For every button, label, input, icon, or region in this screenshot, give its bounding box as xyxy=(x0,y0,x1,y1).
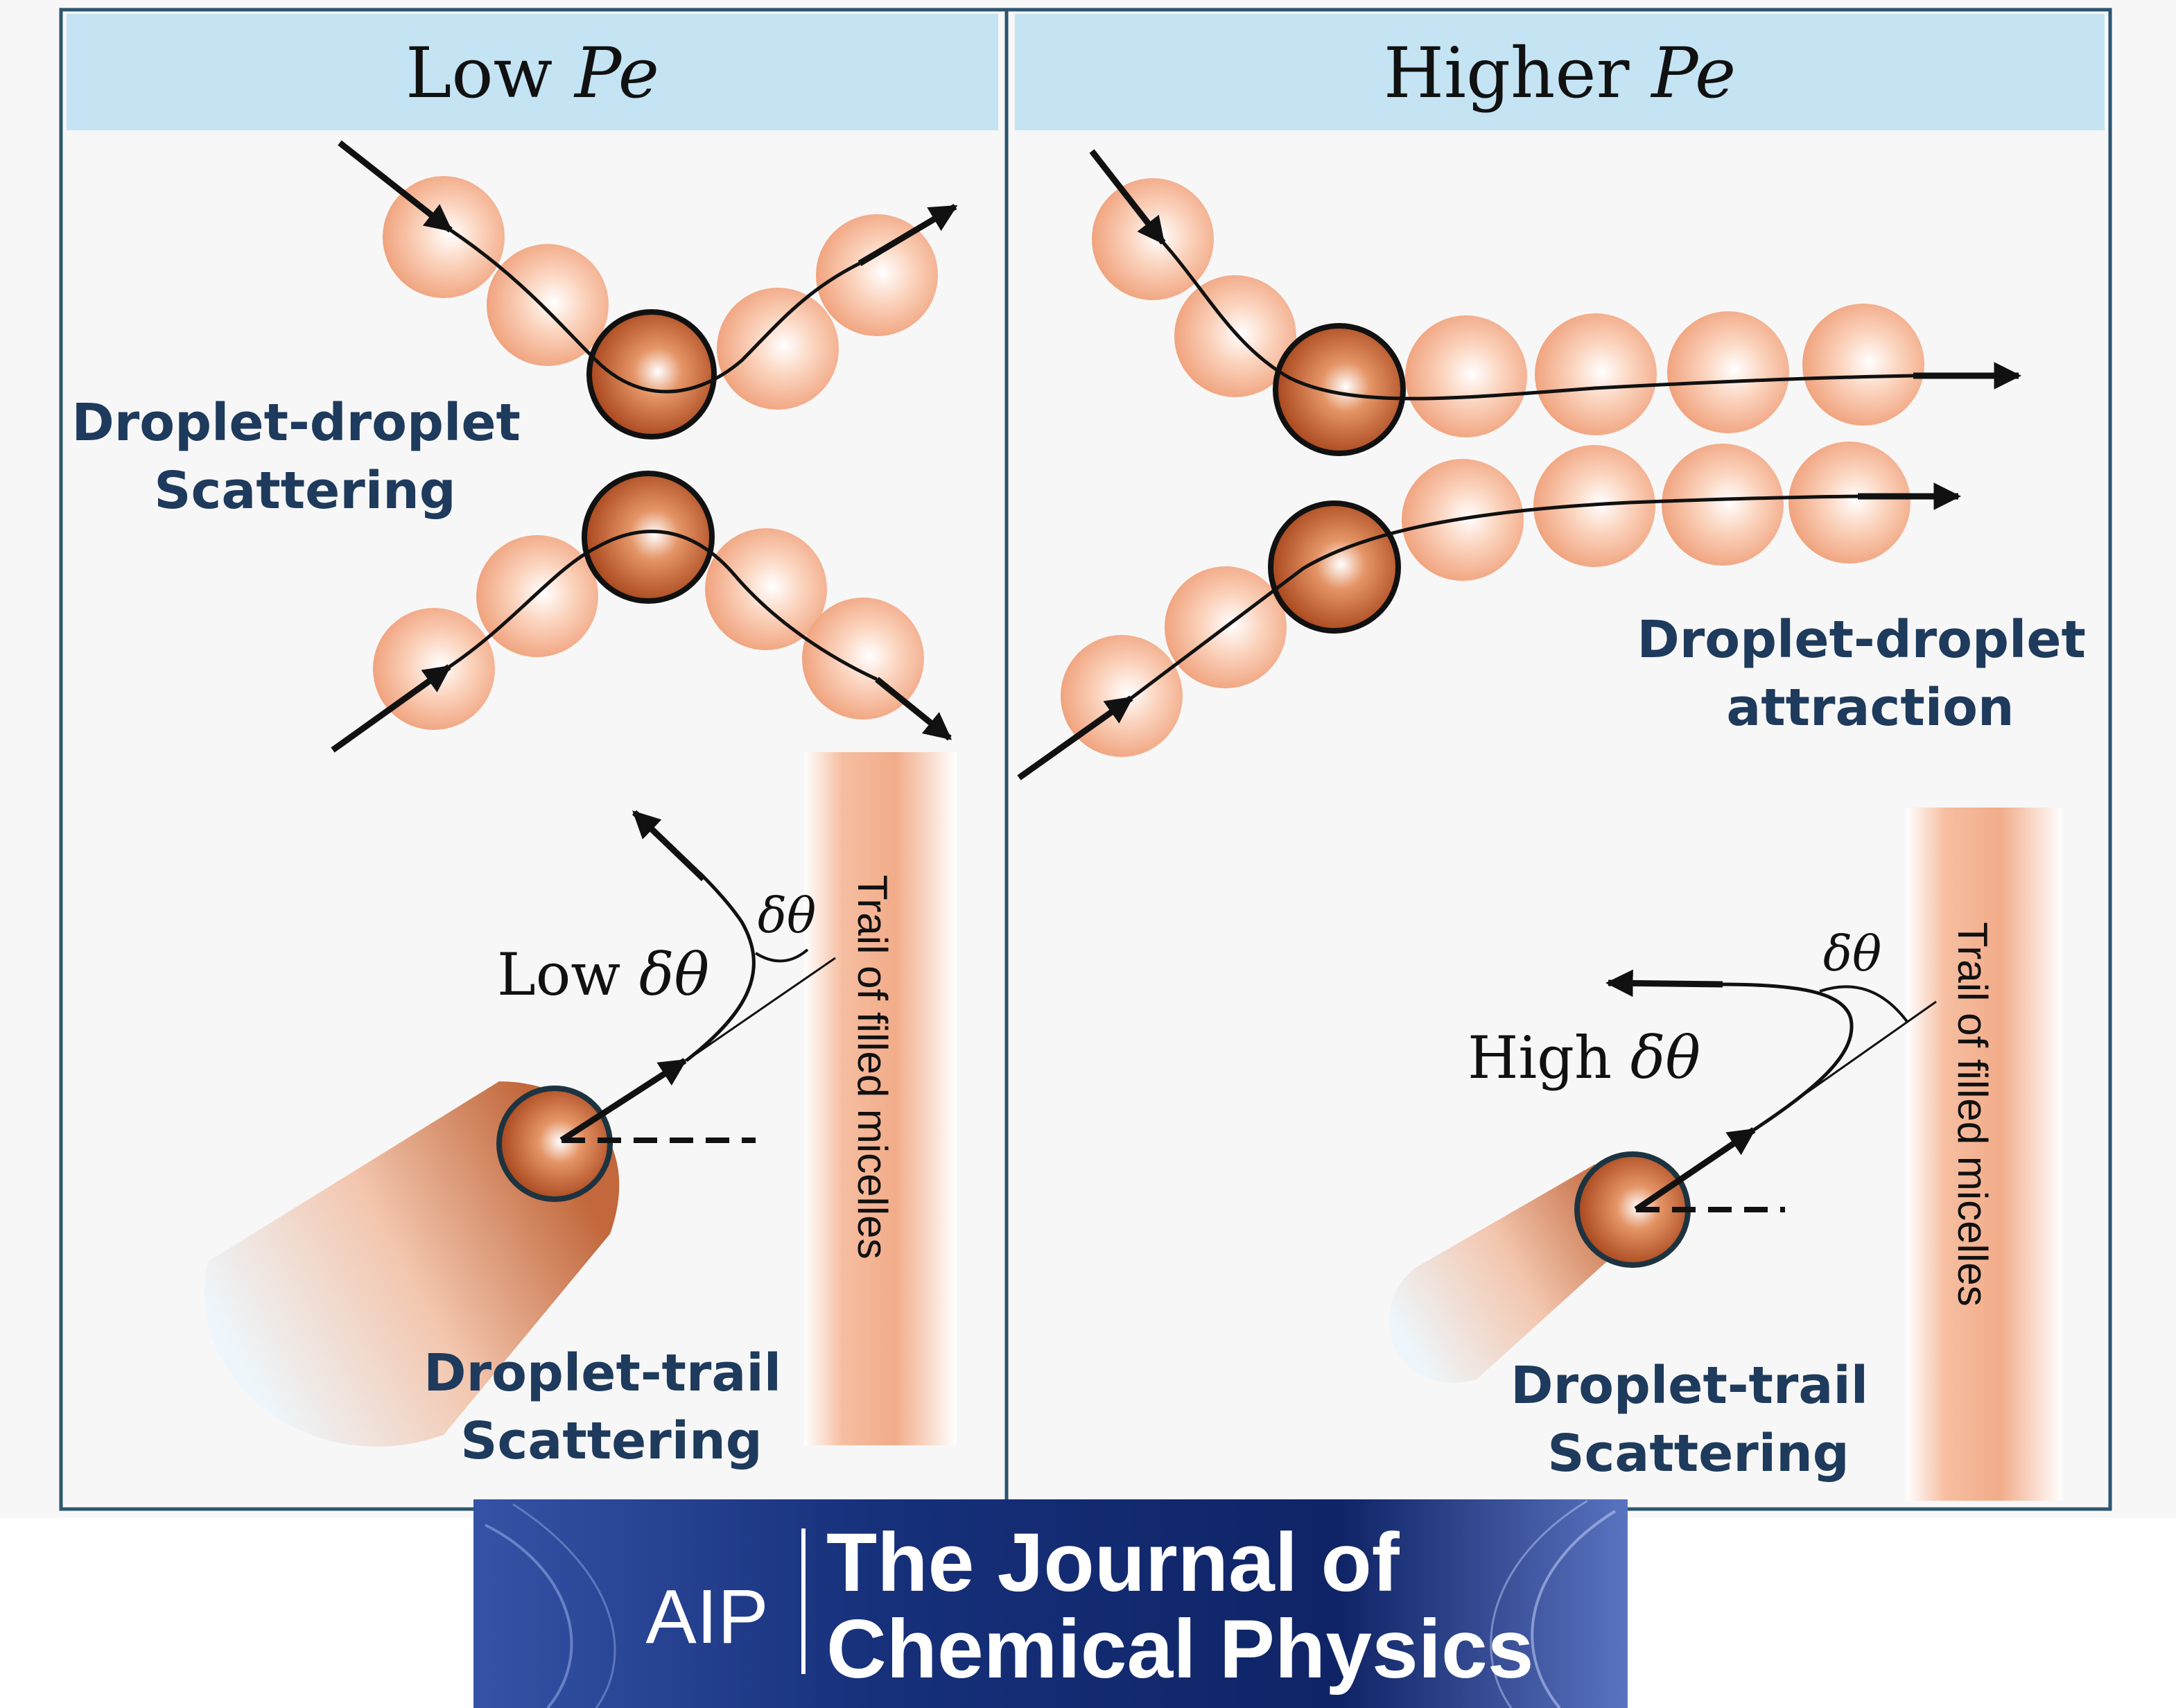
micelle-row-right-lower xyxy=(1061,442,1910,757)
scatter-arrow xyxy=(1605,969,1723,997)
scatter-arrow xyxy=(632,810,706,882)
angle-annotation-right: High δθ xyxy=(1468,1024,1700,1092)
label-droplet-trail-scattering-right: Droplet-trail Scattering xyxy=(1511,1356,1886,1483)
trajectory-path xyxy=(448,530,878,681)
micelle xyxy=(1667,311,1789,433)
trajectory-path xyxy=(449,228,861,394)
trajectory-arrow-in xyxy=(331,664,452,753)
trajectory-path xyxy=(1162,241,1914,401)
droplet-right-lower xyxy=(1268,500,1401,634)
velocity-arrow xyxy=(559,1058,688,1143)
scatter-path xyxy=(1718,982,1854,1132)
micelle xyxy=(717,288,839,410)
journal-banner-background xyxy=(473,1499,1628,1708)
micelle-trail-left xyxy=(804,752,957,1445)
micelle xyxy=(383,176,505,298)
micelle xyxy=(487,244,609,366)
angle-arc xyxy=(1819,985,1909,1024)
banner-decoration xyxy=(1531,1510,1617,1708)
trajectory-path xyxy=(1130,494,1859,699)
micelle xyxy=(1174,275,1296,397)
trail-tangent-line xyxy=(686,957,836,1062)
banner-divider xyxy=(801,1528,806,1674)
label-trail-right: Trail of filled micelles xyxy=(1949,922,1996,1307)
label-droplet-droplet-attraction: Droplet-droplet attraction xyxy=(1637,610,2103,738)
droplet-left-upper xyxy=(586,309,717,439)
panel-right-header-band xyxy=(1015,14,2105,130)
angle-symbol-right: δθ xyxy=(1823,925,1881,982)
micelle xyxy=(1802,304,1924,426)
trajectory-arrow-in xyxy=(1017,695,1134,781)
banner-decoration xyxy=(1490,1499,1588,1708)
angle-annotation-left: Low δθ xyxy=(497,941,709,1009)
journal-publisher: AIP xyxy=(645,1574,768,1659)
velocity-arrow xyxy=(1634,1127,1757,1212)
micelle-cluster-left-upper xyxy=(383,176,938,410)
angle-symbol-left: δθ xyxy=(758,887,816,944)
micelle xyxy=(1535,313,1657,435)
micelle xyxy=(1405,315,1527,437)
panel-left-header-band xyxy=(67,14,998,130)
scatter-path xyxy=(685,872,756,1062)
journal-banner: AIP The Journal of Chemical Physics xyxy=(473,1499,1628,1708)
label-droplet-trail-scattering-left: Droplet-trail Scattering xyxy=(424,1343,799,1471)
droplet-left-lower xyxy=(582,471,715,604)
banner-decoration xyxy=(512,1503,616,1708)
trajectory-arrow-out xyxy=(858,204,958,266)
angle-arc xyxy=(754,948,809,963)
droplet-right-upper xyxy=(1273,323,1406,456)
trajectory-arrow-out xyxy=(875,677,952,741)
droplet-right-trail xyxy=(1574,1151,1691,1268)
banner-decoration xyxy=(485,1524,573,1708)
trajectory-arrow-in xyxy=(338,140,453,233)
micelle-trail-right xyxy=(1906,808,2062,1501)
trajectory-arrow-in xyxy=(1089,149,1166,245)
label-trail-left: Trail of filled micelles xyxy=(849,875,896,1260)
micelle xyxy=(816,214,938,336)
droplet-left-trail xyxy=(496,1086,613,1202)
panel-left-header: Low Pe xyxy=(406,33,659,114)
panel-right-header: Higher Pe xyxy=(1384,33,1736,114)
droplet-tail-right xyxy=(1389,1165,1633,1383)
journal-title-line2: Chemical Physics xyxy=(826,1603,1534,1696)
label-droplet-droplet-scattering: Droplet-droplet Scattering xyxy=(71,393,538,521)
micelle xyxy=(1788,442,1910,564)
micelle xyxy=(1662,444,1784,566)
journal-title-line1: The Journal of xyxy=(826,1516,1400,1609)
micelle xyxy=(476,535,598,657)
micelle xyxy=(705,528,827,650)
